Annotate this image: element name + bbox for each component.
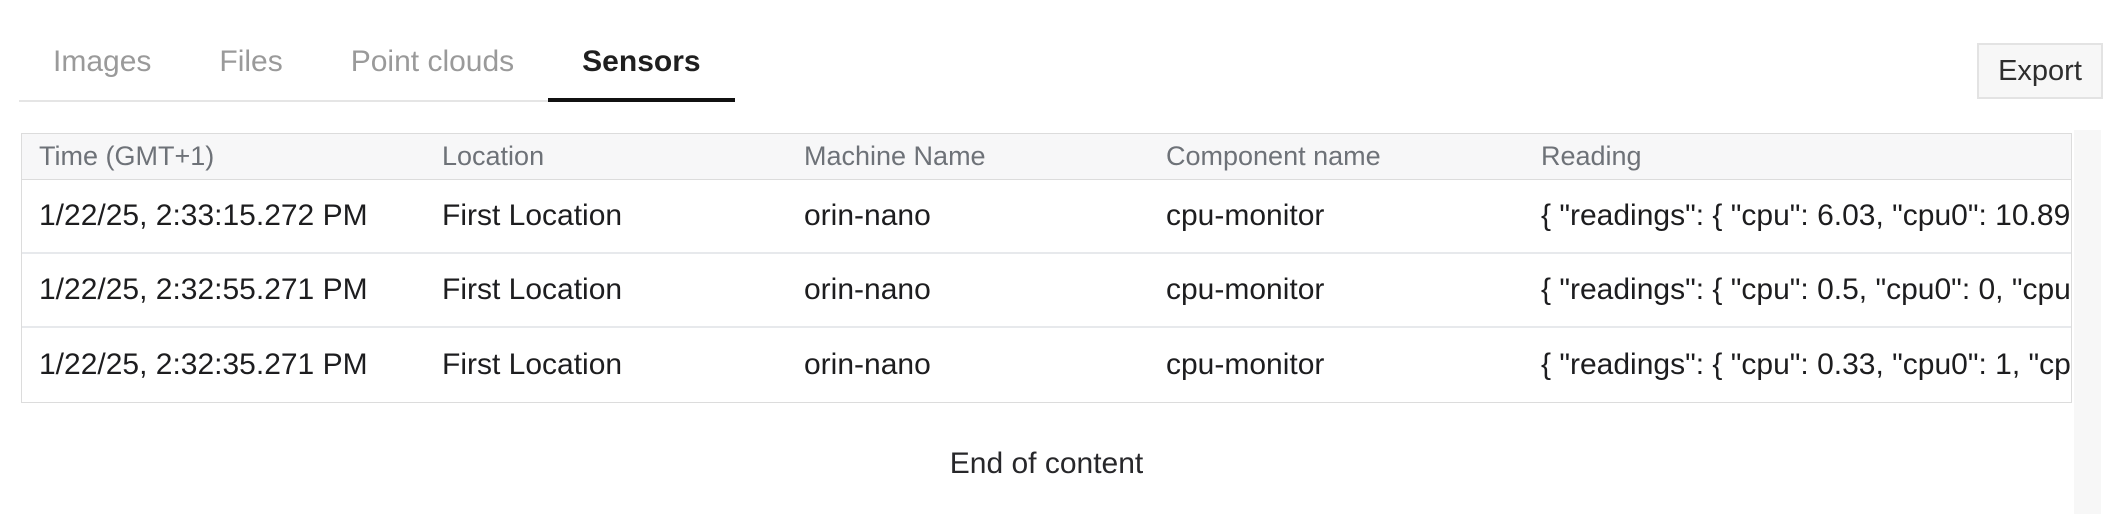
- table-header-row: Time (GMT+1) Location Machine Name Compo…: [22, 134, 2071, 180]
- column-header-time: Time (GMT+1): [39, 141, 215, 171]
- cell-machine-name: orin-nano: [804, 348, 931, 381]
- cell-location: First Location: [442, 348, 623, 381]
- table-row[interactable]: 1/22/25, 2:33:15.272 PM First Location o…: [22, 180, 2071, 254]
- end-of-content-message: End of content: [949, 447, 1144, 480]
- cell-location: First Location: [442, 273, 623, 306]
- cell-component-name: cpu-monitor: [1166, 348, 1325, 381]
- sensors-table: Time (GMT+1) Location Machine Name Compo…: [21, 133, 2072, 403]
- tab-point-clouds[interactable]: Point clouds: [350, 45, 515, 78]
- tab-files[interactable]: Files: [219, 45, 283, 78]
- column-header-component-name: Component name: [1166, 141, 1381, 171]
- tab-images[interactable]: Images: [53, 45, 152, 78]
- column-header-location: Location: [442, 141, 545, 171]
- cell-machine-name: orin-nano: [804, 199, 931, 232]
- scrollbar-track[interactable]: [2074, 130, 2101, 514]
- cell-reading: { "readings": { "cpu": 0.33, "cpu0": 1, …: [1541, 348, 2071, 381]
- cell-time: 1/22/25, 2:33:15.272 PM: [39, 199, 368, 232]
- column-header-machine-name: Machine Name: [804, 141, 986, 171]
- cell-location: First Location: [442, 199, 623, 232]
- cell-time: 1/22/25, 2:32:35.271 PM: [39, 348, 368, 381]
- cell-machine-name: orin-nano: [804, 273, 931, 306]
- export-button[interactable]: Export: [1977, 43, 2103, 99]
- cell-component-name: cpu-monitor: [1166, 273, 1325, 306]
- tab-bar: Images Files Point clouds Sensors: [19, 24, 735, 102]
- tab-sensors[interactable]: Sensors: [548, 24, 735, 102]
- table-row[interactable]: 1/22/25, 2:32:55.271 PM First Location o…: [22, 254, 2071, 328]
- cell-reading: { "readings": { "cpu": 6.03, "cpu0": 10.…: [1541, 199, 2071, 232]
- cell-time: 1/22/25, 2:32:55.271 PM: [39, 273, 368, 306]
- cell-reading: { "readings": { "cpu": 0.5, "cpu0": 0, "…: [1541, 273, 2071, 306]
- table-row[interactable]: 1/22/25, 2:32:35.271 PM First Location o…: [22, 328, 2071, 402]
- column-header-reading: Reading: [1541, 141, 1642, 171]
- cell-component-name: cpu-monitor: [1166, 199, 1325, 232]
